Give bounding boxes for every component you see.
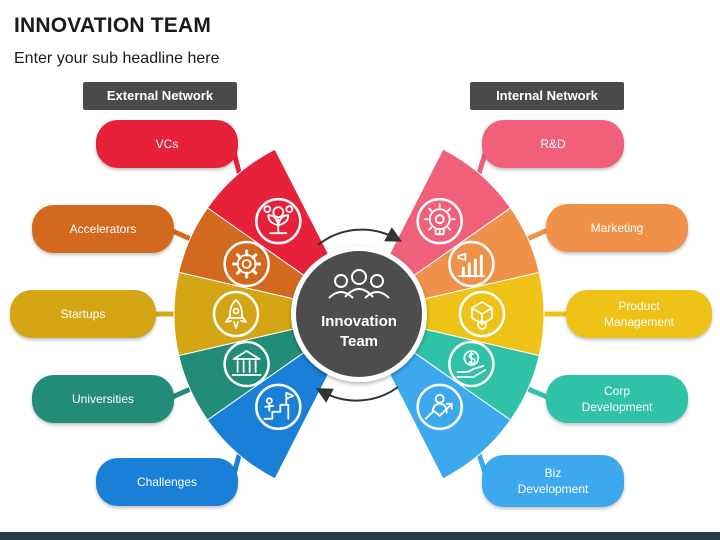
money-plant-icon: [255, 197, 302, 245]
rocket-icon: [212, 290, 260, 338]
center-hub: Innovation Team: [291, 246, 427, 382]
product-box-gear-icon: [458, 290, 506, 338]
internal-item-label: Corp Development: [581, 384, 653, 414]
center-label-line2: Team: [340, 333, 378, 350]
page-subtitle: Enter your sub headline here: [14, 50, 220, 67]
center-label-line1: Innovation: [321, 313, 397, 330]
gear-refresh-icon: [223, 240, 270, 288]
lightbulb-gear-icon: [416, 197, 463, 245]
cycle-arrow-top: [317, 227, 403, 246]
university-icon: [223, 340, 270, 388]
team-people-icon: [328, 269, 390, 299]
hand-dollar-icon: [448, 340, 495, 388]
internal-item-label: R&D: [540, 137, 566, 151]
bottom-bar: [0, 532, 720, 540]
internal-item-1: Marketing: [546, 204, 688, 252]
marketing-chart-icon: [448, 240, 495, 288]
external-item-3: Universities: [32, 375, 174, 423]
external-item-0: VCs: [96, 120, 238, 168]
external-item-label: Challenges: [136, 475, 198, 489]
internal-item-0: R&D: [482, 120, 624, 168]
external-item-1: Accelerators: [32, 205, 174, 253]
page-title: INNOVATION TEAM: [14, 14, 212, 37]
climbing-stairs-flag-icon: [255, 383, 302, 431]
internal-network-header: Internal Network: [470, 82, 624, 110]
internal-item-2: Product Management: [566, 290, 712, 338]
internal-item-4: Biz Development: [482, 455, 624, 507]
cycle-arrow-bottom: [315, 386, 399, 403]
external-item-label: Startups: [60, 307, 106, 321]
external-item-label: VCs: [155, 137, 179, 151]
internal-item-label: Product Management: [603, 299, 675, 329]
icons-layer: [212, 197, 506, 431]
internal-item-label: Marketing: [590, 221, 644, 235]
internal-item-3: Corp Development: [546, 375, 688, 423]
internal-item-label: Biz Development: [517, 466, 589, 496]
external-item-4: Challenges: [96, 458, 238, 506]
external-item-label: Accelerators: [69, 222, 137, 236]
business-growth-icon: [416, 383, 463, 431]
external-network-header: External Network: [83, 82, 237, 110]
external-item-label: Universities: [71, 392, 134, 406]
external-item-2: Startups: [10, 290, 156, 338]
